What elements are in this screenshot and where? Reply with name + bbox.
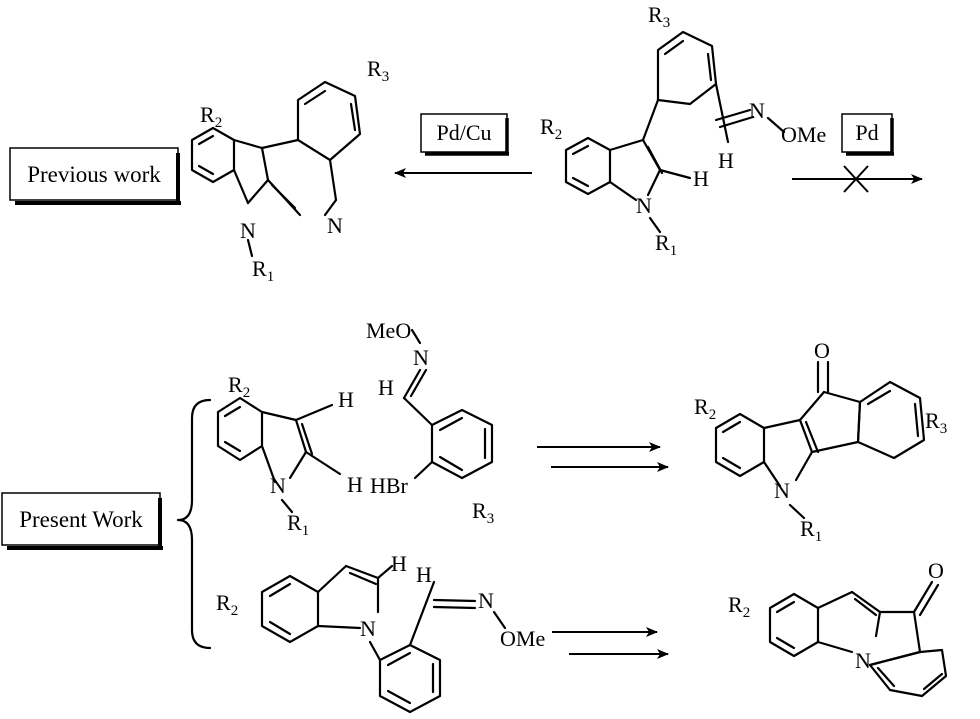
svg-text:N: N xyxy=(478,588,494,613)
svg-text:H: H xyxy=(416,562,432,587)
svg-text:R2: R2 xyxy=(694,394,716,423)
svg-text:R1: R1 xyxy=(655,230,677,259)
svg-text:R3: R3 xyxy=(472,498,494,527)
previous-work-box: Previous work xyxy=(9,147,181,205)
svg-text:N: N xyxy=(270,473,286,498)
svg-text:H: H xyxy=(338,387,354,412)
molecule-n-aryl-indole-oxime: H N R2 H N OMe xyxy=(216,551,545,714)
svg-text:O: O xyxy=(814,338,830,363)
svg-text:N: N xyxy=(636,193,652,218)
pd-label: Pd xyxy=(855,120,878,145)
present-work-box: Present Work xyxy=(1,492,163,550)
svg-text:N: N xyxy=(327,213,343,238)
svg-text:R2: R2 xyxy=(728,592,750,621)
svg-text:N: N xyxy=(774,478,790,503)
svg-text:R2: R2 xyxy=(540,114,562,143)
svg-text:R3: R3 xyxy=(648,2,670,31)
present-reaction-arrows-1 xyxy=(537,442,669,472)
svg-text:HBr: HBr xyxy=(370,473,409,498)
molecule-indenoindolone-product: O N R1 R2 R3 xyxy=(694,338,947,545)
molecule-indoloindolone-product: O N R2 xyxy=(728,558,948,698)
svg-text:R2: R2 xyxy=(228,372,250,401)
svg-text:R1: R1 xyxy=(800,516,822,545)
svg-text:R3: R3 xyxy=(925,408,947,437)
svg-text:OMe: OMe xyxy=(500,626,545,651)
svg-text:R3: R3 xyxy=(367,56,389,85)
svg-text:N: N xyxy=(413,345,429,370)
svg-text:R2: R2 xyxy=(216,590,238,619)
present-work-brace xyxy=(176,398,212,650)
molecule-bromo-oxime-reagent: HBr H N MeO R3 xyxy=(366,318,494,527)
previous-work-label: Previous work xyxy=(27,162,161,187)
present-work-label: Present Work xyxy=(19,507,143,532)
svg-text:H: H xyxy=(347,472,363,497)
svg-text:H: H xyxy=(391,551,407,576)
svg-text:N: N xyxy=(240,218,256,243)
svg-text:H: H xyxy=(693,166,709,191)
molecule-previous-product: R2 R3 N N R1 xyxy=(190,56,389,285)
pd-cu-condition: Pd/Cu xyxy=(420,113,509,156)
svg-text:N: N xyxy=(360,616,376,641)
svg-text:N: N xyxy=(855,648,871,673)
svg-text:O: O xyxy=(928,558,944,583)
pd-condition: Pd xyxy=(841,113,894,156)
svg-text:R2: R2 xyxy=(200,102,222,131)
svg-text:R1: R1 xyxy=(287,510,309,539)
svg-text:R1: R1 xyxy=(252,256,274,285)
svg-text:MeO: MeO xyxy=(366,318,411,343)
present-reaction-arrows-2 xyxy=(552,627,669,659)
svg-text:H: H xyxy=(718,148,734,173)
blocked-reaction-arrow xyxy=(792,165,923,193)
svg-text:OMe: OMe xyxy=(781,122,826,147)
svg-text:N: N xyxy=(749,98,765,123)
pd-cu-label: Pd/Cu xyxy=(436,120,491,145)
svg-text:H: H xyxy=(378,375,394,400)
molecule-indole-reagent: H H N R1 R2 xyxy=(216,372,363,539)
molecule-previous-starting-material: H N R1 R2 R3 H N OMe xyxy=(540,2,826,259)
